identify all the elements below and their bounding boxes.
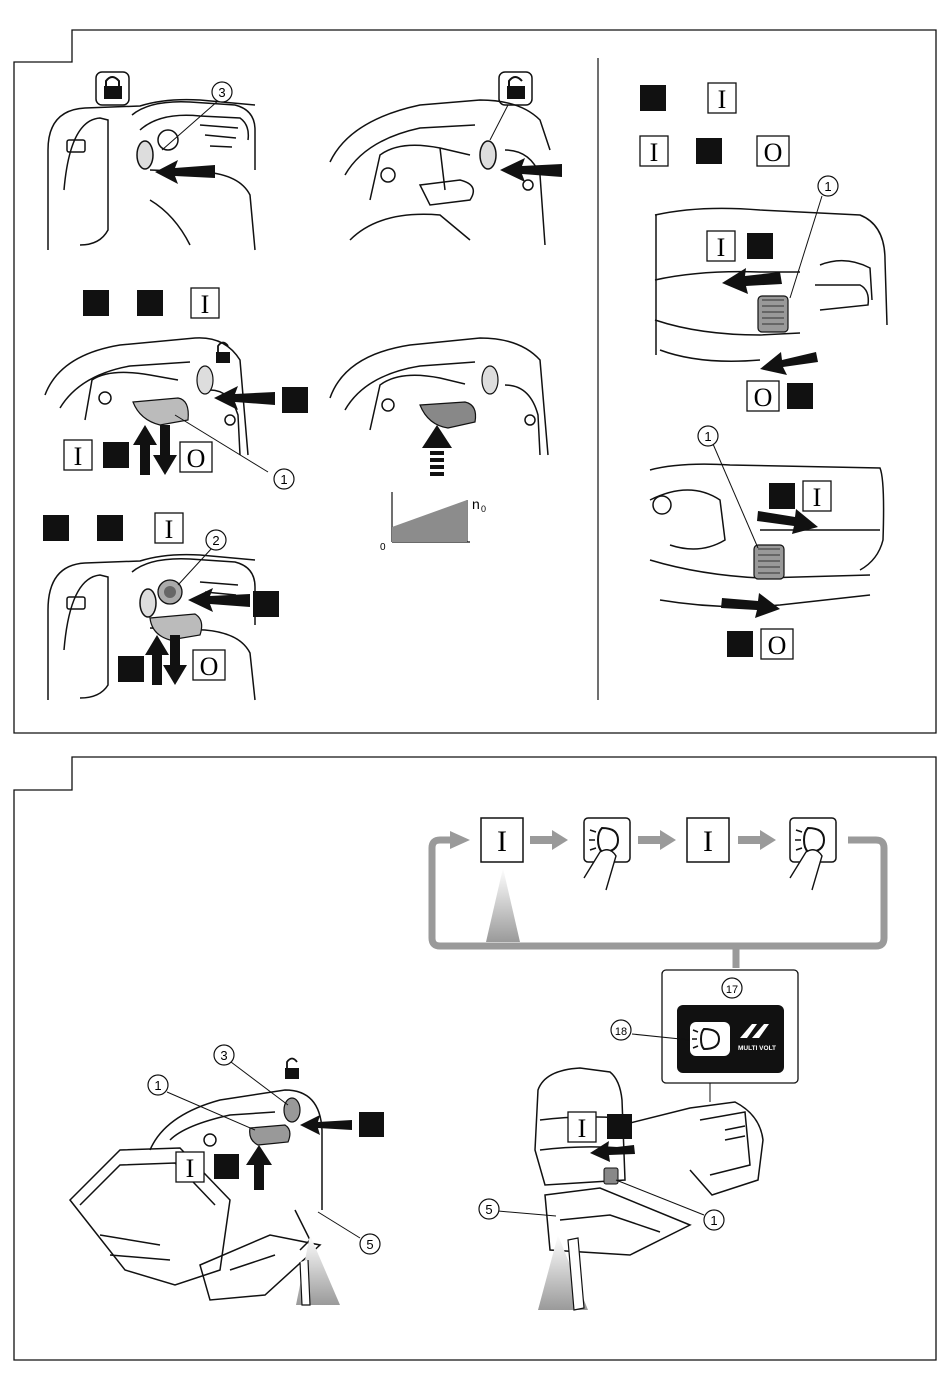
callout-3-bl: 3	[220, 1048, 227, 1063]
square-br	[607, 1114, 632, 1139]
speed-graph-y-label: n	[472, 496, 480, 512]
push-arrow-left-bl	[300, 1115, 352, 1135]
push-arrow-left-b	[500, 158, 562, 182]
square-r1	[640, 85, 666, 111]
square-8	[118, 656, 144, 682]
callout-1-br: 1	[710, 1213, 717, 1228]
push-arrow-right-rb	[721, 593, 780, 618]
callout-2: 2	[212, 533, 219, 548]
square-7	[253, 591, 279, 617]
push-arrow-left-rb	[760, 352, 818, 375]
speed-graph-y-subscript: 0	[481, 504, 486, 514]
jigsaw-switch-left-drawing	[655, 208, 887, 361]
light-beam-cycle	[486, 868, 520, 942]
on-symbol-r3: I	[165, 515, 174, 544]
square-rb2	[727, 631, 753, 657]
square-1	[83, 290, 109, 316]
off-symbol-ra: O	[754, 383, 773, 412]
cycle-arrow-3	[738, 830, 776, 850]
off-symbol-d: O	[200, 652, 219, 681]
callout-5-bl: 5	[366, 1237, 373, 1252]
square-bl2	[214, 1154, 239, 1179]
callout-18: 18	[615, 1026, 627, 1038]
push-arrow-left-a	[155, 160, 215, 184]
on-symbol-r2: I	[201, 290, 210, 319]
on-symbol-cycle-1: I	[497, 825, 507, 858]
up-arrow-d	[145, 635, 169, 685]
unlock-icon-bottom	[285, 1059, 299, 1080]
square-ra	[747, 233, 773, 259]
square-6	[97, 515, 123, 541]
callout-1-rb: 1	[704, 429, 711, 444]
trigger-bottom-left	[250, 1125, 290, 1145]
up-arrow-bl	[246, 1145, 272, 1190]
square-bl1	[359, 1112, 384, 1137]
callout-5-br: 5	[485, 1202, 492, 1217]
lock-icon	[96, 72, 129, 105]
off-symbol-r2: O	[764, 138, 783, 167]
unlock-icon-c	[216, 343, 230, 364]
callout-1-bl: 1	[154, 1078, 161, 1093]
push-arrow-left-br	[590, 1141, 635, 1162]
callout-1-ra: 1	[824, 179, 831, 194]
down-arrow-c	[153, 425, 177, 475]
on-symbol-r2b: I	[650, 138, 659, 167]
on-symbol-cycle-2: I	[703, 825, 713, 858]
battery-badge-text: MULTI VOLT	[738, 1045, 776, 1052]
cycle-arrow-2	[638, 830, 676, 850]
cycle-arrow-1	[530, 830, 568, 850]
jigsaw-bottom-right-drawing	[535, 1068, 763, 1255]
on-symbol-bl: I	[186, 1154, 195, 1183]
jigsaw-lock-drawing	[48, 100, 255, 250]
callout-1-c: 1	[280, 472, 287, 487]
slide-switch-b	[754, 545, 784, 579]
callout-3-a: 3	[218, 85, 225, 100]
light-button-2	[790, 818, 836, 890]
square-2	[137, 290, 163, 316]
on-symbol-ra: I	[717, 233, 726, 262]
speed-graph: n 0 0	[380, 492, 486, 553]
square-r2	[696, 138, 722, 164]
on-symbol-rb: I	[813, 483, 822, 512]
unlock-icon-b	[499, 72, 532, 105]
on-symbol-r1: I	[718, 85, 727, 114]
trigger-pressed	[420, 402, 476, 428]
jigsaw-bottom-left-drawing	[70, 1090, 322, 1300]
light-button-1	[584, 818, 630, 890]
down-arrow-d	[163, 635, 187, 685]
square-ra2	[787, 383, 813, 409]
square-3	[282, 387, 308, 413]
trigger-shape	[133, 398, 188, 425]
dashed-up-arrow	[422, 425, 452, 476]
on-symbol-br: I	[578, 1114, 587, 1143]
callout-17: 17	[726, 984, 738, 996]
off-symbol-rb: O	[768, 631, 787, 660]
square-4	[103, 442, 129, 468]
square-5	[43, 515, 69, 541]
push-arrow-left-d	[188, 588, 250, 612]
on-symbol-c: I	[74, 442, 83, 471]
off-symbol-c: O	[187, 444, 206, 473]
battery-light-icon	[690, 1022, 730, 1056]
square-rb	[769, 483, 795, 509]
slide-switch-a	[758, 296, 788, 332]
jigsaw-switch-right-drawing	[650, 464, 884, 606]
up-arrow-c	[133, 425, 157, 475]
speed-graph-origin: 0	[380, 542, 386, 553]
